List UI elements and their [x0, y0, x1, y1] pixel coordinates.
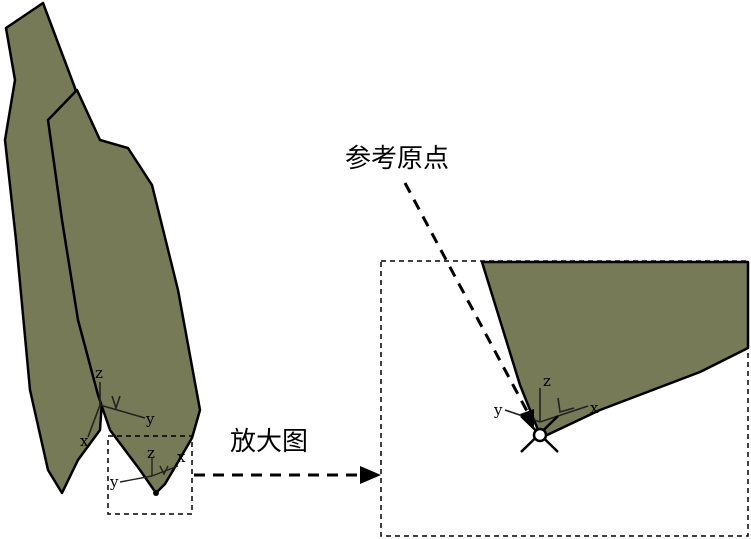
reference-origin-label: 参考原点: [345, 144, 449, 174]
origin-point-small: [153, 490, 159, 496]
surface-model-zoomed: z y x: [480, 260, 750, 453]
axis-y-label-zoomed: y: [493, 401, 503, 419]
axis-y-label-tip: y: [109, 473, 119, 491]
front-surface: [46, 88, 202, 495]
surface-model-overview: z y x z y x: [3, 1, 202, 496]
axis-y-label-overview: y: [145, 410, 155, 428]
coordinate-axes-overview: [87, 382, 146, 438]
coordinate-axes-tip: [119, 458, 179, 483]
axis-x-label-zoomed: x: [590, 399, 599, 417]
axis-z-label-zoomed: z: [543, 372, 551, 390]
axis-x-label-tip: x: [177, 448, 186, 466]
zoom-view-label: 放大图: [230, 427, 308, 457]
axis-z-label-overview: z: [95, 364, 103, 382]
zoomed-surface: [480, 260, 750, 438]
axis-z-label-tip: z: [147, 444, 155, 462]
reference-origin-arrow: [403, 182, 534, 430]
axis-x-label-overview: x: [80, 432, 89, 450]
zoom-arrow: [194, 466, 381, 484]
